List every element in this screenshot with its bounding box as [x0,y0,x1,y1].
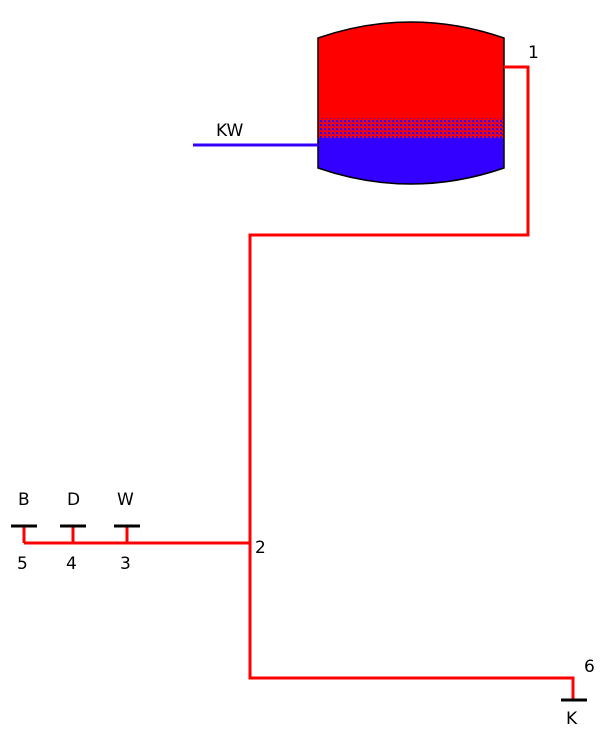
cold-inlet-label: KW [216,121,244,141]
storage-tank [317,21,505,185]
tank-outline [317,21,505,185]
node-label-6: 6 [584,657,595,677]
pipe-tank-to-node2 [248,65,530,543]
tap-label-w: W [117,490,134,510]
tap-bars [11,524,587,702]
node-label-5: 5 [17,554,28,574]
tap-label-k: K [566,709,578,729]
tank-cold-section [318,138,504,184]
tank-mix-layer [318,118,504,138]
pipe-node2-to-node6 [248,543,575,700]
tank-hot-section [318,22,504,120]
tap-label-d: D [67,490,80,510]
node-label-3: 3 [120,554,131,574]
node-label-2: 2 [255,538,266,558]
hot-water-pipes [22,65,575,700]
tap-label-b: B [18,490,30,510]
node-label-1: 1 [528,43,539,63]
node-label-4: 4 [66,554,77,574]
